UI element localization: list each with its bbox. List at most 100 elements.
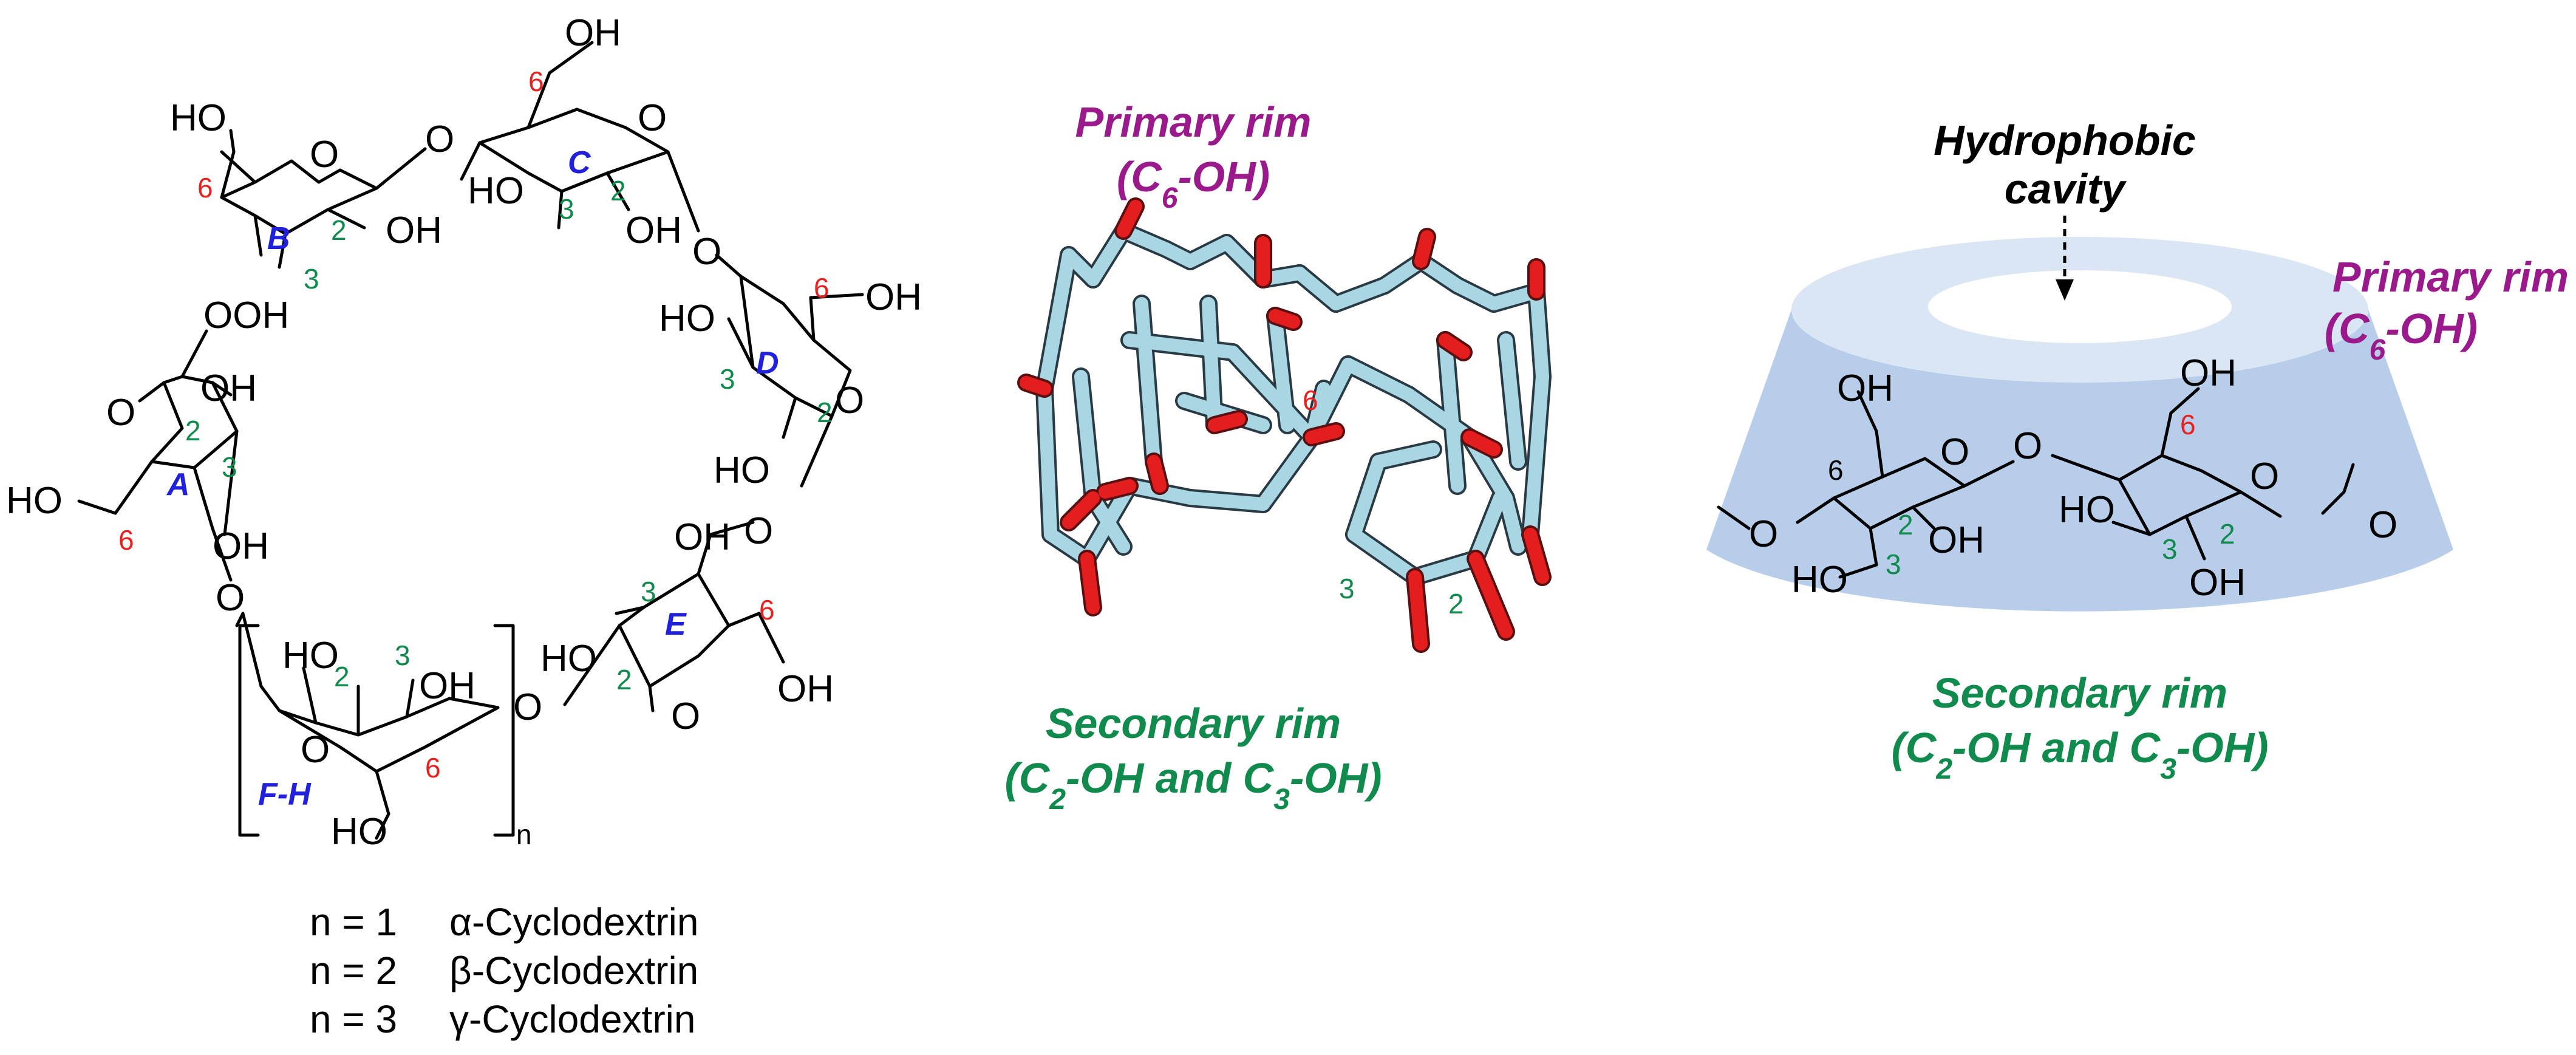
atom-label: OH: [674, 516, 731, 558]
cone-position-2: 2: [1898, 509, 1913, 541]
stick-bond-carbon: [1074, 370, 1100, 505]
stick-bond-oxygen: [1463, 431, 1501, 456]
atom-label: O: [301, 729, 330, 771]
position-6: 6: [425, 752, 441, 784]
legend-name-3: γ-Cyclodextrin: [449, 997, 695, 1041]
model-position-6: 6: [1303, 384, 1318, 416]
structure-bonds: [77, 41, 864, 840]
position-3: 3: [395, 640, 411, 671]
legend-name-1: α-Cyclodextrin: [449, 900, 698, 944]
atom-label: OH: [565, 12, 621, 54]
position-2: 2: [334, 661, 350, 692]
legend-n-2: n = 2: [310, 949, 397, 992]
cone-atom-oh: OH: [2189, 562, 2246, 604]
cone-primary-rim-sub: (C6-OH): [2325, 305, 2478, 366]
atom-label: O: [835, 380, 864, 422]
ring-letter-d: D: [756, 346, 779, 381]
stick-bond-carbon: [1341, 358, 1416, 401]
legend-n-1: n = 1: [310, 900, 397, 944]
cone-bridge-o: O: [2013, 425, 2042, 467]
model-primary-rim-sub: (C6-OH): [1117, 153, 1270, 214]
stick-bond-carbon: [1135, 297, 1160, 468]
position-2: 2: [610, 175, 626, 207]
atom-label: OH: [213, 525, 269, 567]
ring-letter-a: A: [166, 467, 190, 502]
stick-model: [1017, 197, 1552, 653]
position-6: 6: [528, 66, 544, 97]
atom-label: OH: [419, 665, 475, 707]
atom-label: HO: [282, 635, 339, 677]
cone-atom-o: O: [2368, 504, 2397, 546]
atom-label: O: [513, 686, 542, 728]
repeat-subscript: n: [516, 819, 532, 850]
stick-bond-carbon: [1439, 333, 1464, 493]
model-primary-rim-title: Primary rim: [1075, 98, 1311, 146]
ring-letter-c: C: [568, 145, 591, 180]
atom-label: OH: [386, 210, 442, 251]
cone-ring-o: O: [2250, 456, 2279, 497]
stick-bond-carbon: [1086, 224, 1130, 286]
position-6: 6: [118, 524, 134, 556]
atom-label: OH: [625, 210, 682, 251]
stick-bond-oxygen: [1099, 479, 1136, 499]
cavity-label-line1: Hydrophobic: [1934, 117, 2196, 164]
position-3: 3: [559, 193, 574, 225]
stick-bond-oxygen: [1414, 230, 1434, 268]
stick-bond-oxygen: [1062, 491, 1100, 529]
position-2: 2: [817, 397, 833, 428]
atom-label: HO: [540, 638, 597, 680]
stick-bond-carbon: [1408, 552, 1482, 584]
stick-bond-oxygen: [1408, 570, 1428, 650]
stick-bond-oxygen: [1208, 412, 1245, 432]
stick-bond-oxygen: [1147, 455, 1167, 493]
stick-bond-carbon: [1469, 491, 1507, 565]
stick-bond-carbon: [1184, 236, 1233, 268]
stick-bond-oxygen: [1269, 309, 1300, 329]
atom-label: O: [671, 695, 700, 737]
cone-primary-rim-title: Primary rim: [2332, 253, 2569, 301]
structure-ring-letters: B C D A E F-H: [166, 145, 779, 812]
position-2: 2: [185, 415, 201, 446]
stick-bond-carbon: [1499, 333, 1525, 468]
position-2: 2: [331, 214, 347, 246]
legend-n-3: n = 3: [310, 997, 397, 1041]
cavity-opening: [1928, 270, 2232, 343]
stick-bond-carbon: [1524, 370, 1549, 541]
panel-cone: Hydrophobic cavity Primary rim (C6-OH): [1706, 117, 2569, 785]
cone-atom-oh-red: OH: [1837, 367, 1893, 409]
cone-atom-oh: OH: [1928, 519, 1985, 561]
cone-glucose-bonds: [1717, 387, 2355, 579]
stick-bond-carbon: [1293, 267, 1343, 310]
panel-3d-model: Primary rim (C6-OH) 6 3 2 Secondary rim …: [1004, 98, 1552, 816]
model-position-2: 2: [1448, 588, 1464, 620]
truncated-cone: [1706, 310, 2453, 612]
atom-label: O: [216, 577, 245, 619]
stick-bond-carbon: [1184, 491, 1270, 511]
atom-label: HO: [331, 811, 387, 853]
position-3: 3: [641, 576, 656, 607]
ring-letter-e: E: [665, 607, 687, 642]
cyclodextrin-legend: n = 1 α-Cyclodextrin n = 2 β-Cyclodextri…: [310, 900, 698, 1041]
cone-position-3: 3: [2162, 533, 2178, 565]
stick-bond-carbon: [1499, 491, 1525, 553]
atom-label: OH: [777, 668, 834, 710]
atom-label: O: [425, 118, 454, 160]
stick-bond-carbon: [1348, 528, 1422, 584]
stick-bond-oxygen: [1117, 200, 1142, 237]
panel-structure: HO O OH OOH O OH O HO OH O OH HO O HO O …: [6, 12, 922, 1041]
atom-label: OOH: [203, 295, 289, 336]
cone-atom-ho-green: HO: [2059, 489, 2115, 531]
stick-bond-carbon: [1348, 455, 1385, 541]
stick-bond-carbon: [1038, 382, 1057, 541]
atom-label: OH: [865, 276, 922, 318]
stick-bond-carbon: [1372, 443, 1440, 468]
stick-bond-oxygen: [1469, 552, 1513, 638]
position-3: 3: [720, 363, 735, 395]
atom-label: O: [310, 134, 339, 176]
stick-bond-oxygen: [1080, 552, 1100, 614]
cone-position-3: 3: [1886, 548, 1901, 580]
ring-letter-b: B: [267, 221, 290, 256]
cone-atom-oh-red: OH: [2180, 352, 2237, 394]
atom-label: HO: [6, 480, 63, 522]
